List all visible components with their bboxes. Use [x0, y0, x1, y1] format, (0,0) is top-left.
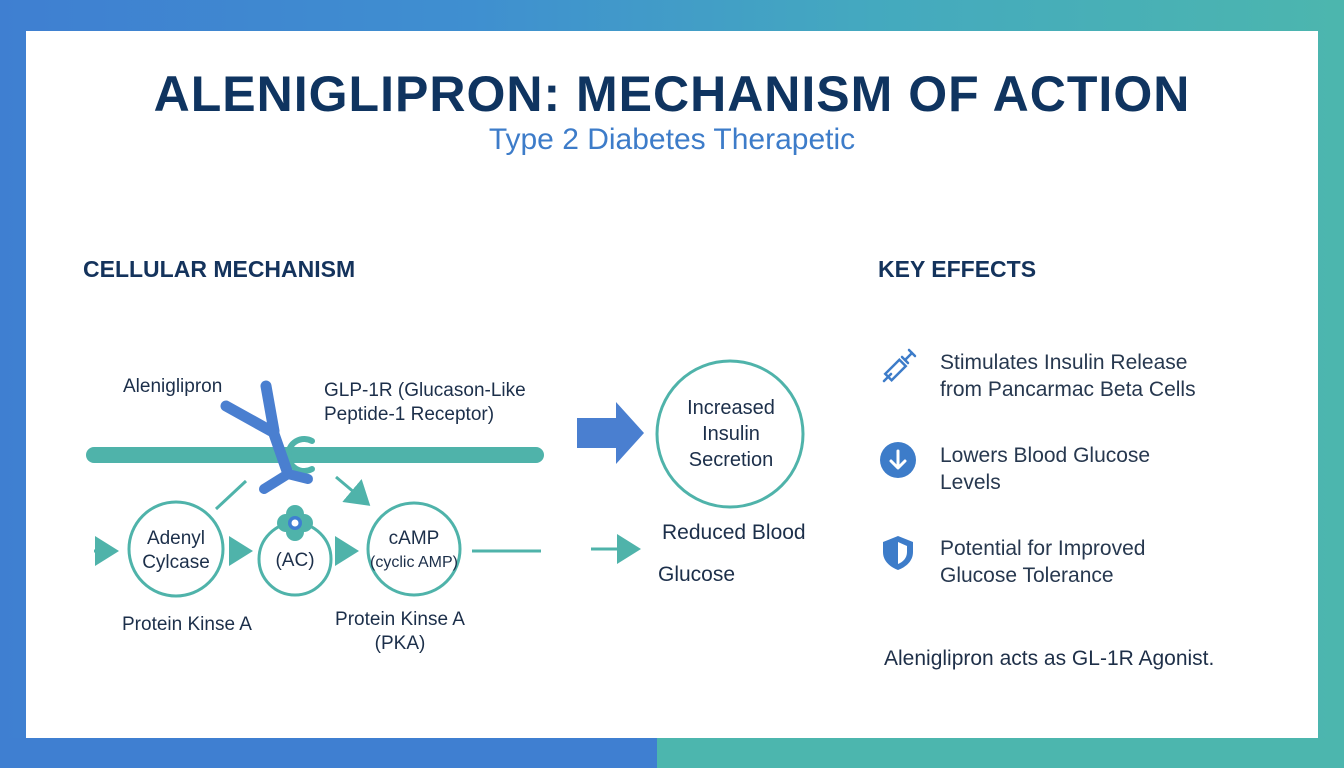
drug-label: Aleniglipron — [123, 376, 223, 397]
shield-icon — [883, 536, 913, 570]
effect-2-line2: Levels — [940, 471, 1001, 494]
adenyl-cyclase-line2: Cylcase — [142, 552, 210, 573]
effect-text-lowers-glucose: Lowers Blood Glucose Levels — [940, 442, 1240, 496]
agonist-note: Aleniglipron acts as GL-1R Agonist. — [884, 647, 1215, 670]
protein-kinase-pka: Protein Kinse A (PKA) — [310, 608, 490, 656]
enzyme-icon — [277, 505, 313, 541]
effect-item-insulin-release: Stimulates Insulin Release from Pancarma… — [878, 348, 1240, 403]
mechanism-diagram — [86, 359, 805, 598]
cellular-mechanism-heading: CELLULAR MECHANISM — [83, 256, 356, 282]
main-card: ALENIGLIPRON: MECHANISM OF ACTION Type 2… — [26, 31, 1318, 738]
camp-label: cAMP (cyclic AMP) — [358, 527, 470, 575]
outcome-label: Increased Insulin Secretion — [666, 395, 796, 473]
effect-text-insulin-release: Stimulates Insulin Release from Pancarma… — [940, 349, 1240, 403]
receptor-label-line2: Peptide-1 Receptor) — [324, 404, 495, 425]
syringe-icon — [882, 348, 917, 383]
camp-node — [366, 501, 462, 597]
protein-kinase-left: Protein Kinse A — [122, 614, 252, 635]
receptor-label-line1: GLP-1R (Glucason-Like — [324, 380, 526, 401]
pka-line2: (PKA) — [374, 633, 426, 654]
effect-1-line1: Stimulates Insulin Release — [940, 351, 1188, 374]
bottom-right-band — [657, 738, 1344, 768]
page-title: ALENIGLIPRON: MECHANISM OF ACTION — [153, 66, 1191, 122]
outcome-line2: Insulin — [702, 423, 760, 445]
effect-item-glucose-tolerance: Potential for Improved Glucose Tolerance — [878, 535, 1240, 589]
bottom-left-band — [0, 738, 657, 768]
cell-membrane — [86, 447, 544, 463]
adenyl-cyclase-node — [127, 500, 225, 598]
effect-3-line1: Potential for Improved — [940, 537, 1146, 560]
reduced-blood-label: Reduced Blood — [662, 521, 806, 544]
outcome-line1: Increased — [687, 397, 775, 419]
adenyl-cyclase-label: Adenyl Cylcase — [126, 527, 226, 575]
effect-3-line2: Glucose Tolerance — [940, 564, 1114, 587]
camp-line2: (cyclic AMP) — [370, 554, 458, 571]
aleniglipron-molecule — [220, 380, 313, 494]
connector-to-camp — [335, 475, 371, 506]
effect-2-line1: Lowers Blood Glucose — [940, 444, 1151, 467]
outcome-arrow — [577, 402, 644, 464]
connector-to-ac — [214, 479, 248, 511]
glp1-receptor-shape — [285, 436, 315, 474]
down-arrow-circle-icon — [880, 442, 916, 478]
effect-item-lowers-glucose: Lowers Blood Glucose Levels — [878, 442, 1240, 496]
adenyl-cyclase-line1: Adenyl — [146, 528, 206, 549]
glucose-label: Glucose — [658, 563, 736, 586]
page-subtitle: Type 2 Diabetes Therapetic — [488, 123, 856, 156]
receptor-label: GLP-1R (Glucason-Like Peptide-1 Receptor… — [324, 379, 526, 427]
camp-line1: cAMP — [388, 528, 440, 549]
ac-label: (AC) — [275, 550, 315, 571]
effect-1-line2: from Pancarmac Beta Cells — [940, 378, 1196, 401]
effect-text-glucose-tolerance: Potential for Improved Glucose Tolerance — [940, 535, 1240, 589]
key-effects-heading: KEY EFFECTS — [878, 256, 1037, 282]
outcome-node — [655, 359, 805, 509]
outcome-line3: Secretion — [688, 449, 774, 471]
pka-line1: Protein Kinse A — [335, 609, 465, 630]
